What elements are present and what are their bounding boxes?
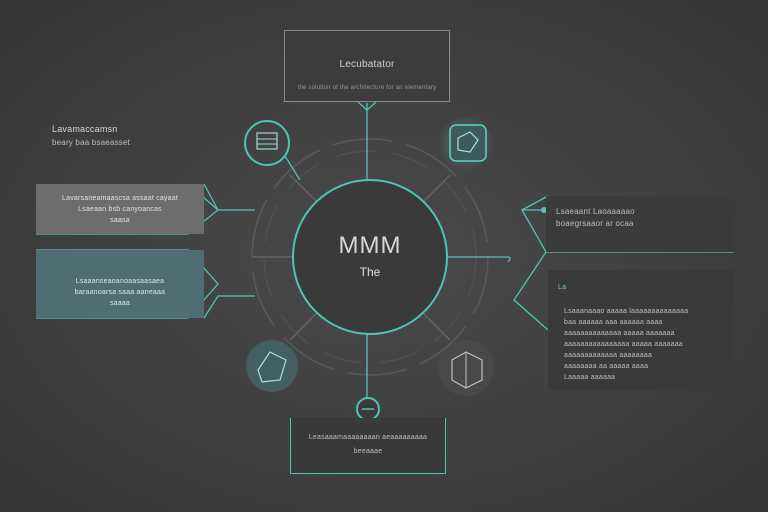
left-label-line1: Lavamaccamsn [52,124,118,134]
right-box-lower-marker: La [558,284,567,291]
ring-spokes [252,174,451,341]
top-box-title: Lecubatator [339,59,395,70]
bottom-box-line2: beeaaae [353,448,383,455]
right-box-upper-line2: boaegrsaaor ar ocaa [556,219,634,228]
hub-title: MMM [338,232,402,259]
left-box-lower-line1: Lsaaanseaoanoaasaasaea [75,278,165,285]
connector-dot-icon [541,207,547,213]
right-box-upper-line1: Lsaeaant Laoaaaaao [556,207,635,216]
left-box-lower[interactable]: Lsaaanseaoanoaasaasaea baraanoarsa saaa … [36,250,204,318]
left-box-upper-line1: Lavarsaneamaascsa assaat cayaat [62,195,178,202]
left-label-line2: beary baa bsaeasset [52,138,131,147]
right-box-lower-paragraph: Lsaaanaaao aaaaa laaaaaaaaaaaaaa baa aaa… [564,308,689,381]
right-box-upper[interactable]: Lsaeaant Laoaaaaao boaegrsaaor ar ocaa [546,196,734,252]
right-box-lower[interactable]: La Lsaaanaaao aaaaa laaaaaaaaaaaaaa baa … [548,270,734,390]
stack-icon[interactable] [244,120,290,166]
left-box-upper-line3: saasa [110,217,130,224]
box-icon[interactable] [438,340,494,396]
bag-icon[interactable] [438,115,494,171]
top-box-subtitle: the solution of the architecture for an … [297,85,437,91]
left-box-upper[interactable]: Lavarsaneamaascsa assaat cayaat Lsaeaan … [36,184,204,234]
bottom-box[interactable]: Leasaaamaaaaaaaan aeaaaaaaaaa beeaaae [290,418,446,474]
hub-subtitle: The [359,265,381,279]
left-box-upper-line2: Lsaeaan bsb canyoancas [78,206,162,213]
cube-icon[interactable] [246,340,298,392]
top-box[interactable]: Lecubatator the solution of the architec… [284,30,450,102]
bottom-box-line1: Leasaaamaaaaaaaan aeaaaaaaaaa [308,434,428,441]
left-box-lower-line2: baraanoarsa saaa aaneaaa [74,289,166,296]
left-box-lower-line3: saaaa [109,300,131,307]
minus-icon[interactable] [356,397,380,421]
